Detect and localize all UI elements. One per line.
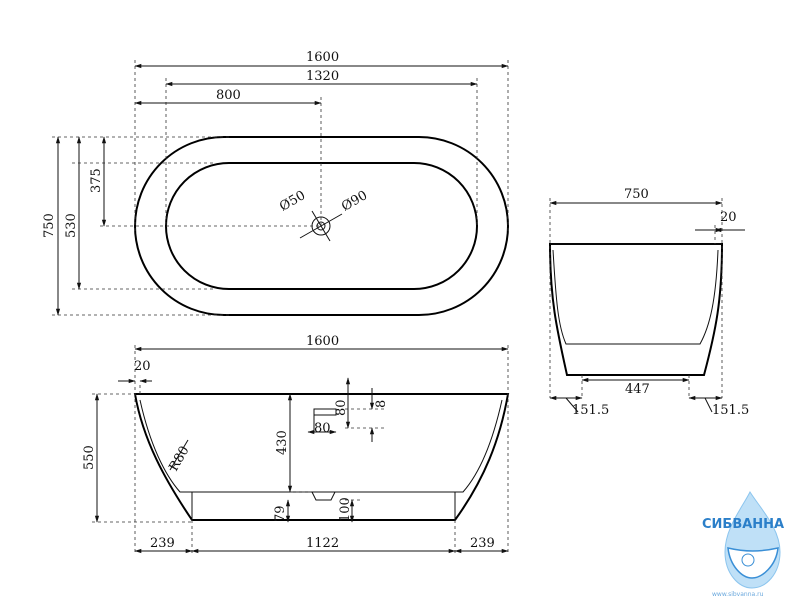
front-width-1600: 1600 [306, 334, 339, 349]
side-rim-20: 20 [720, 210, 737, 225]
front-overflow-8: 8 [374, 400, 389, 408]
drain-inner-label: Ø50 [277, 188, 308, 215]
front-view: 1600 20 550 430 R80 80 80 8 79 100 239 1… [82, 334, 510, 555]
face-icon [741, 553, 755, 567]
top-width-1600: 1600 [306, 50, 339, 65]
front-drain [311, 491, 336, 501]
front-base-100: 100 [338, 497, 353, 522]
side-width-750: 750 [624, 187, 649, 202]
overflow-outlet [313, 408, 337, 416]
top-view: Ø50 Ø90 1600 1320 800 750 530 375 [42, 50, 509, 316]
side-offset-left: 151.5 [572, 403, 609, 418]
front-inner-line [139, 399, 503, 493]
top-height-530: 530 [64, 213, 79, 238]
front-drain-79: 79 [273, 505, 288, 522]
top-width-800: 800 [216, 88, 241, 103]
drain-outer-label: Ø90 [339, 188, 370, 215]
tub-outer-rim [134, 136, 509, 316]
front-height-550: 550 [82, 445, 97, 470]
side-view: 750 20 447 151.5 151.5 [548, 187, 749, 418]
top-height-375: 375 [89, 168, 104, 193]
front-overflow-80v: 80 [334, 399, 349, 416]
front-depth-430: 430 [275, 430, 290, 455]
top-width-1320: 1320 [306, 69, 339, 84]
front-foot-right-239: 239 [470, 536, 495, 551]
side-offset-right: 151.5 [712, 403, 749, 418]
front-rim-20: 20 [134, 359, 151, 374]
front-radius-R80: R80 [166, 444, 192, 474]
front-foot-left-239: 239 [150, 536, 175, 551]
top-height-750: 750 [42, 213, 57, 238]
brand-logo: СИБВАННА www.sibvanna.ru [702, 490, 784, 598]
side-profile [548, 243, 724, 376]
side-base-447: 447 [625, 382, 650, 397]
logo-name: СИБВАННА [702, 517, 784, 532]
front-base-1122: 1122 [306, 536, 339, 551]
logo-url: www.sibvanna.ru [712, 591, 764, 598]
front-profile [133, 393, 510, 521]
front-overflow-80h: 80 [314, 421, 331, 436]
side-inner-profile [552, 249, 719, 345]
